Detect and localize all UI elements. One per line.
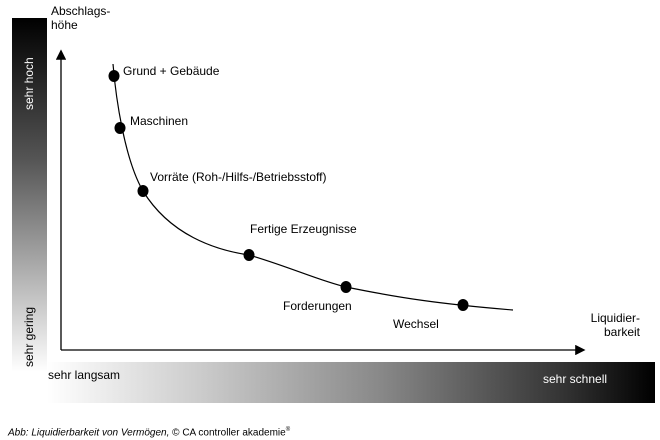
x-scale-low-label: sehr langsam bbox=[48, 368, 121, 382]
asset-point bbox=[457, 299, 469, 311]
asset-label: Maschinen bbox=[130, 114, 189, 128]
caption-source: © CA controller akademie bbox=[172, 427, 286, 439]
x-axis-label: Liquidier- barkeit bbox=[588, 311, 640, 339]
caption: Abb: Liquidierbarkeit von Vermögen, © CA… bbox=[8, 427, 290, 438]
asset-point bbox=[243, 249, 255, 261]
vertical-gradient-bar bbox=[12, 18, 47, 372]
horizontal-gradient-bar bbox=[47, 362, 655, 403]
asset-label: Forderungen bbox=[283, 299, 352, 313]
asset-point bbox=[340, 281, 352, 293]
caption-text: Abb: Liquidierbarkeit von Vermögen, bbox=[8, 427, 173, 439]
asset-label: Vorräte (Roh-/Hilfs-/Betriebsstoff) bbox=[150, 170, 327, 184]
asset-label: Grund + Gebäude bbox=[123, 64, 220, 78]
asset-point bbox=[114, 122, 126, 134]
asset-point bbox=[108, 70, 120, 82]
asset-label: Fertige Erzeugnisse bbox=[250, 222, 357, 236]
asset-point bbox=[137, 185, 149, 197]
x-axis-label-line2: barkeit bbox=[603, 325, 640, 339]
y-axis-label: Abschlags- höhe bbox=[51, 4, 110, 32]
y-axis-label-line2: höhe bbox=[51, 18, 78, 32]
y-axis-label-line1: Abschlags- bbox=[51, 4, 111, 18]
liquidity-curve bbox=[112, 63, 514, 311]
registered-mark: ® bbox=[285, 427, 291, 433]
x-scale-high-label: sehr schnell bbox=[543, 372, 608, 386]
x-axis-label-line1: Liquidier- bbox=[590, 311, 640, 325]
asset-label: Wechsel bbox=[393, 317, 439, 331]
